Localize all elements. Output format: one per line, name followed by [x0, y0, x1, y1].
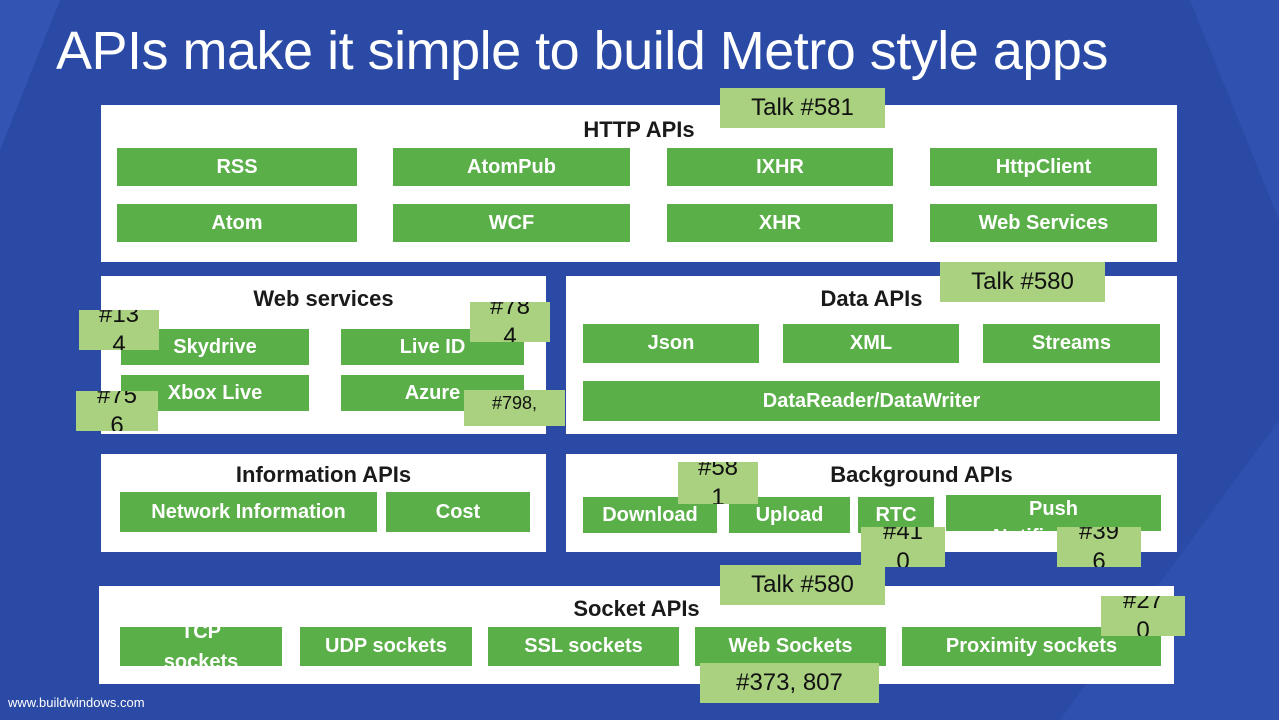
web-sockets-box: Web Sockets: [695, 627, 886, 666]
data-apis-panel: Data APIs Json XML Streams DataReader/Da…: [566, 276, 1177, 434]
cost-box: Cost: [386, 492, 530, 532]
slide-title: APIs make it simple to build Metro style…: [56, 21, 1108, 81]
http-apis-title: HTTP APIs: [583, 117, 695, 142]
data-talk-tag: Talk #580: [940, 262, 1105, 302]
xhr-box: XHR: [667, 204, 893, 242]
rtc-session-tag: #41 0: [861, 527, 945, 567]
push-notifications-session-tag: #39 6: [1057, 527, 1141, 567]
socket-apis-title: Socket APIs: [573, 596, 700, 621]
udp-sockets-box: UDP sockets: [300, 627, 472, 666]
xbox-live-session-tag: #75 6: [76, 391, 158, 431]
atom-box: Atom: [117, 204, 357, 242]
datareader-datawriter-box: DataReader/DataWriter: [583, 381, 1160, 421]
network-information-box: Network Information: [120, 492, 377, 532]
skydrive-session-tag: #13 4: [79, 310, 159, 350]
tcp-sockets-box: TCP sockets: [120, 627, 282, 666]
data-apis-title: Data APIs: [820, 286, 923, 311]
socket-talk-tag: Talk #580: [720, 565, 885, 605]
azure-session-tag: #798, …: [464, 390, 565, 426]
web-services-title: Web services: [253, 286, 394, 311]
download-session-tag: #58 1: [678, 462, 758, 504]
http-apis-panel: HTTP APIs RSS AtomPub IXHR HttpClient At…: [101, 105, 1177, 262]
json-box: Json: [583, 324, 759, 363]
ixhr-box: IXHR: [667, 148, 893, 186]
ssl-sockets-box: SSL sockets: [488, 627, 679, 666]
proximity-sockets-box: Proximity sockets: [902, 627, 1161, 666]
httpclient-box: HttpClient: [930, 148, 1157, 186]
proximity-session-tag: #27 0: [1101, 596, 1185, 636]
footer-url: www.buildwindows.com: [8, 695, 145, 710]
xml-box: XML: [783, 324, 959, 363]
download-box: Download: [583, 497, 717, 533]
information-apis-panel: Information APIs Network Information Cos…: [101, 454, 546, 552]
rss-box: RSS: [117, 148, 357, 186]
push-notifications-box: Push Notifications: [946, 495, 1161, 531]
web-sockets-session-tag: #373, 807: [700, 663, 879, 703]
web-services-box: Web Services: [930, 204, 1157, 242]
http-talk-tag: Talk #581: [720, 88, 885, 128]
information-apis-title: Information APIs: [235, 462, 412, 487]
wcf-box: WCF: [393, 204, 630, 242]
atompub-box: AtomPub: [393, 148, 630, 186]
streams-box: Streams: [983, 324, 1160, 363]
background-apis-title: Background APIs: [830, 462, 1013, 487]
socket-apis-panel: Socket APIs TCP sockets UDP sockets SSL …: [99, 586, 1174, 684]
live-id-session-tag: #78 4: [470, 302, 550, 342]
